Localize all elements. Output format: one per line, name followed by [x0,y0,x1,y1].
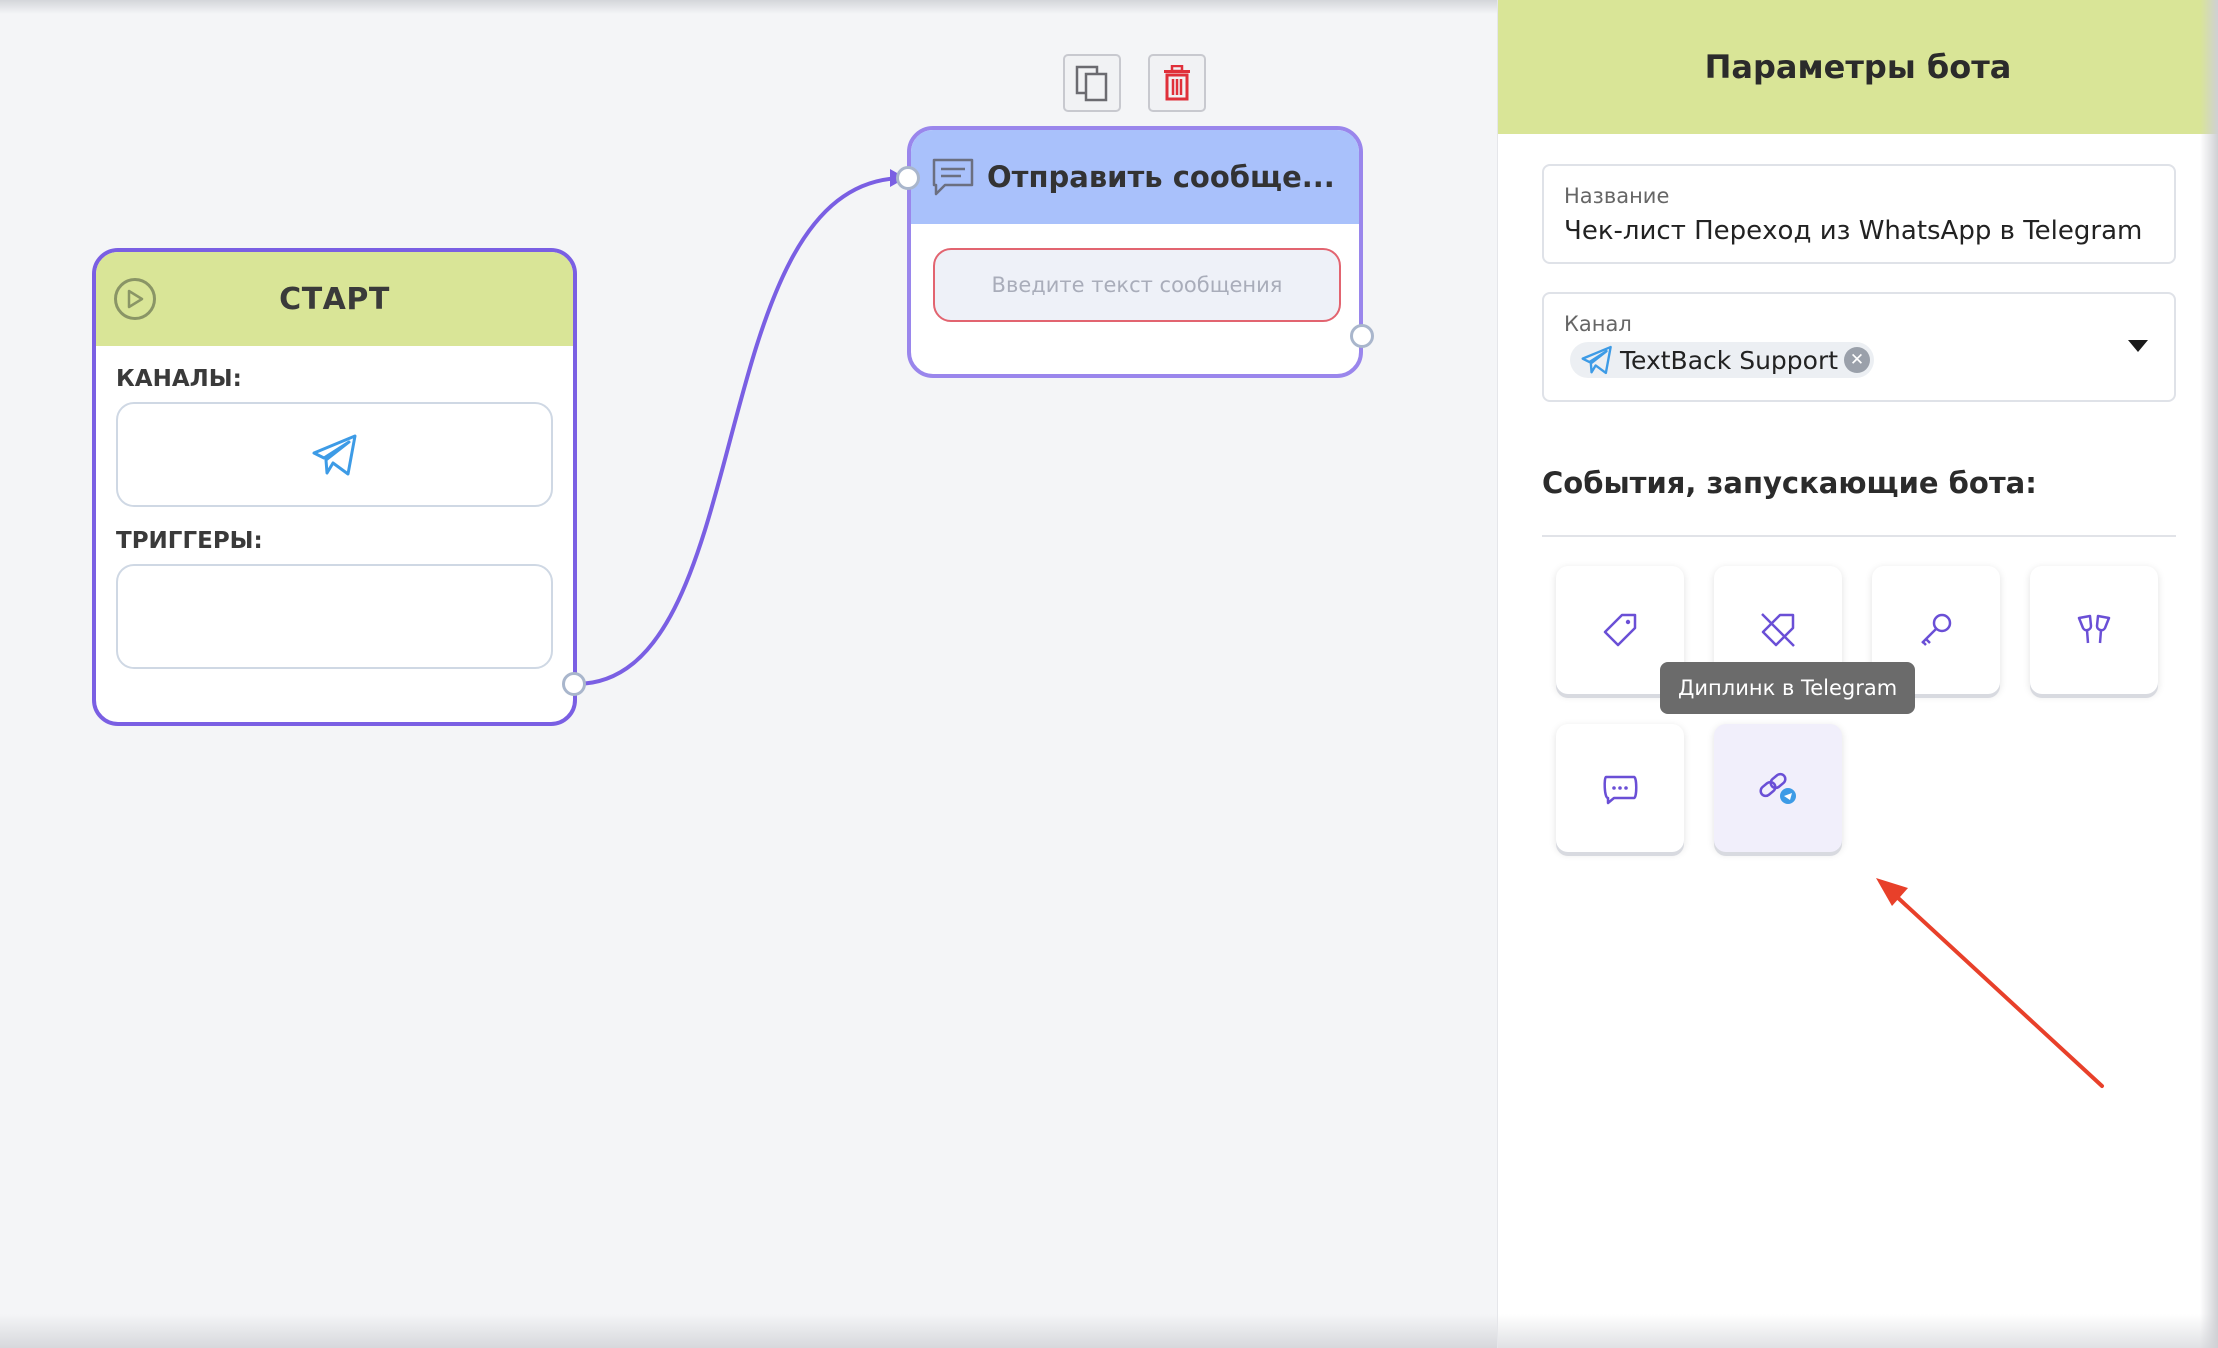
play-icon [114,278,156,320]
message-input-port[interactable] [896,166,920,190]
chat-bubble-icon [932,158,974,196]
channel-select[interactable]: Канал TextBack Support ✕ [1542,292,2176,402]
message-text-input[interactable]: Введите текст сообщения [933,248,1341,322]
top-shadow [0,0,1498,14]
start-node-header: СТАРТ [96,252,573,346]
channel-chip-label: TextBack Support [1620,345,1839,375]
message-node-header: Отправить сообще... [911,130,1359,224]
flow-canvas[interactable]: СТАРТ КАНАЛЫ: ТРИГГЕРЫ: Отправить сообще… [0,0,1498,1348]
event-telegram-deeplink-button[interactable] [1714,724,1842,852]
chevron-down-icon[interactable] [2128,340,2148,352]
start-output-port[interactable] [562,672,586,696]
bot-name-value[interactable]: Чек-лист Переход из WhatsApp в Telegram [1564,216,2143,246]
tag-off-icon [1761,613,1795,647]
glasses-cheers-icon [2077,614,2111,644]
telegram-icon [312,434,356,475]
bot-settings-panel: Параметры бота Название Чек-лист Переход… [1498,0,2218,1348]
panel-bottom-shadow [1498,1314,2218,1348]
trash-icon [1164,65,1190,101]
event-celebrate-button[interactable] [2030,566,2158,694]
bot-name-label: Название [1564,184,1670,208]
telegram-icon [1581,345,1612,375]
remove-channel-icon[interactable]: ✕ [1844,347,1871,373]
key-icon [1921,613,1952,646]
panel-title: Параметры бота [1498,0,2218,134]
channels-box[interactable] [116,402,553,507]
triggers-box[interactable] [116,564,553,669]
divider [1542,535,2176,537]
start-node-title: СТАРТ [279,281,390,317]
channels-label: КАНАЛЫ: [116,366,242,392]
copy-node-button[interactable] [1063,54,1121,112]
tag-icon [1603,613,1637,647]
channel-label: Канал [1564,312,1632,336]
bottom-shadow [0,1314,1498,1348]
message-node-title: Отправить сообще... [987,160,1335,194]
chat-dots-icon [1603,775,1638,805]
events-title: События, запускающие бота: [1542,466,2037,500]
channel-chip[interactable]: TextBack Support ✕ [1570,342,1875,378]
event-message-button[interactable] [1556,724,1684,852]
delete-node-button[interactable] [1148,54,1206,112]
copy-icon [1075,65,1108,102]
start-node[interactable]: СТАРТ КАНАЛЫ: ТРИГГЕРЫ: [92,248,577,726]
window-edge-shadow [2200,0,2218,1348]
send-message-node[interactable]: Отправить сообще... Введите текст сообще… [907,126,1363,378]
triggers-label: ТРИГГЕРЫ: [116,528,263,554]
message-output-port[interactable] [1350,324,1374,348]
connection-wire [575,176,905,686]
bot-name-field[interactable]: Название Чек-лист Переход из WhatsApp в … [1542,164,2176,264]
telegram-deeplink-icon [1759,772,1796,804]
tooltip: Диплинк в Telegram [1660,662,1916,714]
